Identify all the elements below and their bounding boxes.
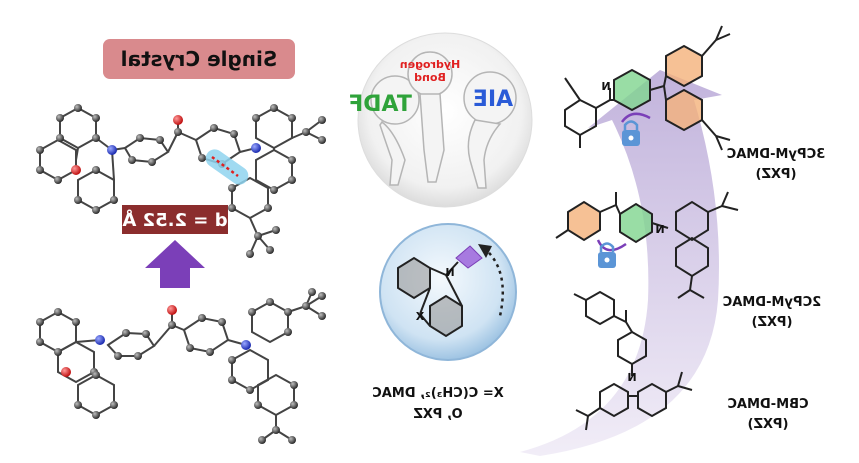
figure-left [370,75,420,186]
structure-2cpym [555,191,739,299]
hydrogen-bond-highlight [205,149,249,185]
figure-right [463,71,517,189]
distance-label: d = 2.52 Å [122,205,228,234]
compound-label-3cpym: 3CPyM-DMAC (PXZ) [727,147,826,182]
compound-sub: (PXZ) [752,315,793,330]
compound-label-2cpym: 2CPyM-DMAC (PXZ) [723,295,822,330]
emitter-legend: X= C(CH₃)₂, DMAC O, PXZ [372,386,503,422]
lock-icon-middle [596,239,627,268]
hydrogen-label: Hydrogen [400,58,460,71]
legend-line-2: O, PXZ [413,407,462,422]
structure-3cpym [564,25,731,151]
lock-icon-top [620,112,651,146]
compound-sub: (PXZ) [748,417,789,432]
compound-name: 3CPyM-DMAC [727,147,826,162]
compound-label-cbm: CBM-DMAC (PXZ) [727,397,808,432]
figure-middle [407,51,453,183]
structure-cbm [573,290,693,431]
compound-name: 2CPyM-DMAC [723,295,822,310]
nitrogen-atom-top-right [251,143,261,153]
big-curved-arrow [520,70,722,456]
tadf-label: TADF [348,92,412,117]
nitrogen-atom-bottom-right [241,340,251,350]
carbonyl-oxygen-bottom [167,305,177,315]
compound-name: CBM-DMAC [727,397,808,412]
compound-sub: (PXZ) [756,167,797,182]
emitter-x-label: X [415,310,424,323]
donor-disc: N X [379,223,517,361]
struct-n-2cpym: N [655,223,664,236]
oxygen-atom-bottom [61,367,71,377]
legend-line-1: X= C(CH₃)₂, DMAC [372,386,503,401]
carbonyl-oxygen-top [173,115,183,125]
rotation-diamond [455,245,483,269]
concept-bubble: TADF Hydrogen Bond AIE [348,32,533,208]
crystal-structure-bottom [39,291,323,441]
purple-up-arrow [145,240,205,288]
nitrogen-atom-bottom-left [95,335,105,345]
nitrogen-atom-top-left [107,145,117,155]
single-crystal-banner: Single Crystal [103,39,295,79]
bond-label: Bond [414,71,446,84]
crystal-bottom-atoms [36,288,326,444]
struct-n-3cpym: N [601,80,610,93]
struct-n-cbm: N [627,371,636,384]
oxygen-atom-top [71,165,81,175]
emitter-n-label: N [445,266,454,279]
crystal-top-atoms [36,104,326,258]
aie-label: AIE [473,87,513,112]
rotation-arrow [483,247,504,317]
banner-text: Single Crystal [121,47,278,71]
distance-text: d = 2.52 Å [122,208,227,231]
